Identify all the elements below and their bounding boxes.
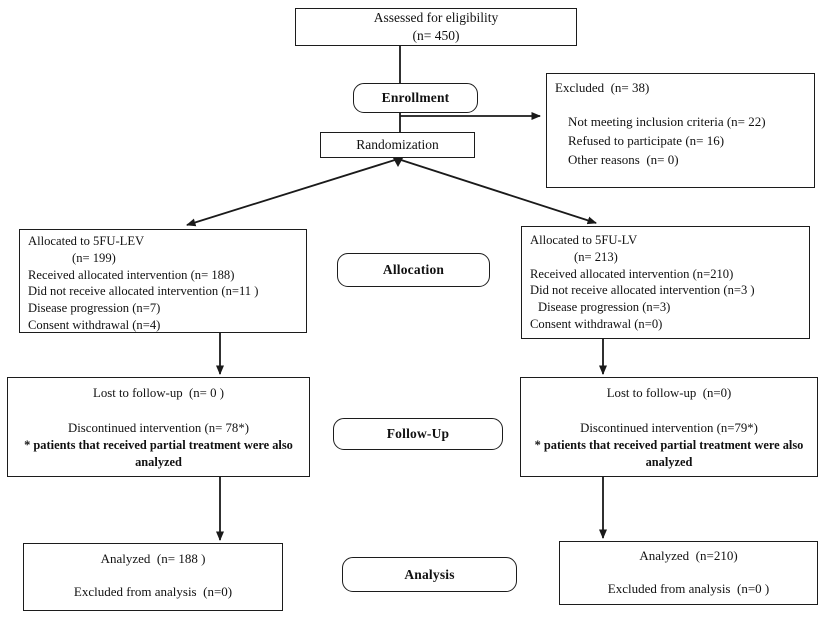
analyzed-count: Analyzed (n=210)	[639, 548, 738, 563]
allocated-left-box: Allocated to 5FU-LEV (n= 199) Received a…	[19, 229, 307, 333]
allocated-right-box: Allocated to 5FU-LV (n= 213) Received al…	[521, 226, 810, 339]
allocation-label: Allocation	[382, 262, 445, 278]
allocated-line: Allocated to 5FU-LEV	[28, 234, 145, 248]
discontinued-intervention: Discontinued intervention (n=79*)	[580, 421, 758, 435]
followup-footnote: * patients that received partial treatme…	[534, 438, 807, 469]
excluded-box: Excluded (n= 38) Not meeting inclusion c…	[546, 73, 815, 188]
analysis-label-box: Analysis	[342, 557, 517, 592]
allocated-line: (n= 213)	[574, 249, 618, 264]
randomization-label: Randomization	[356, 137, 439, 153]
analyzed-count: Analyzed (n= 188 )	[100, 551, 206, 566]
lost-to-followup: Lost to follow-up (n=0)	[606, 386, 732, 400]
allocated-line: Received allocated intervention (n=210)	[530, 266, 734, 281]
analysis-label: Analysis	[404, 566, 455, 582]
followup-footnote: * patients that received partial treatme…	[24, 438, 296, 469]
excluded-from-analysis: Excluded from analysis (n=0 )	[607, 581, 770, 596]
branch-junction	[393, 158, 403, 167]
excluded-title: Excluded (n= 38)	[555, 80, 650, 95]
allocated-line: Disease progression (n=7)	[28, 301, 161, 316]
discontinued-intervention: Discontinued intervention (n= 78*)	[67, 421, 249, 435]
excluded-items: Not meeting inclusion criteria (n= 22) R…	[555, 112, 806, 169]
allocated-line: Did not receive allocated intervention (…	[530, 283, 755, 298]
allocated-line: (n= 199)	[72, 250, 116, 265]
allocated-line: Received allocated intervention (n= 188)	[28, 267, 235, 282]
excluded-item: Not meeting inclusion criteria (n= 22)	[568, 113, 766, 129]
arrow-randomization-to-left-arm	[186, 158, 399, 227]
allocated-line: Consent withdrawal (n=0)	[530, 316, 663, 331]
enrollment-label-box: Enrollment	[353, 83, 478, 113]
assessed-line1: Assessed for eligibility	[373, 10, 499, 26]
allocated-line: Did not receive allocated intervention (…	[28, 284, 259, 299]
allocation-label-box: Allocation	[337, 253, 490, 287]
analyzed-right-box: Analyzed (n=210) Excluded from analysis …	[559, 541, 818, 605]
assessed-line2: (n= 450)	[412, 28, 460, 43]
analyzed-left-box: Analyzed (n= 188 ) Excluded from analysi…	[23, 543, 283, 611]
excluded-item: Other reasons (n= 0)	[568, 151, 679, 167]
excluded-item: Refused to participate (n= 16)	[568, 132, 725, 148]
allocated-line: Consent withdrawal (n=4)	[28, 317, 161, 332]
followup-right-box: Lost to follow-up (n=0) Discontinued int…	[520, 377, 818, 477]
allocated-line: Disease progression (n=3)	[538, 300, 671, 315]
assessed-box: Assessed for eligibility (n= 450)	[295, 8, 577, 46]
excluded-from-analysis: Excluded from analysis (n=0)	[73, 584, 233, 599]
followup-left-box: Lost to follow-up (n= 0 ) Discontinued i…	[7, 377, 310, 477]
followup-label: Follow-Up	[386, 426, 450, 442]
lost-to-followup: Lost to follow-up (n= 0 )	[93, 386, 224, 400]
followup-label-box: Follow-Up	[333, 418, 503, 450]
randomization-box: Randomization	[320, 132, 475, 158]
enrollment-label: Enrollment	[381, 90, 450, 106]
allocated-line: Allocated to 5FU-LV	[530, 233, 638, 247]
